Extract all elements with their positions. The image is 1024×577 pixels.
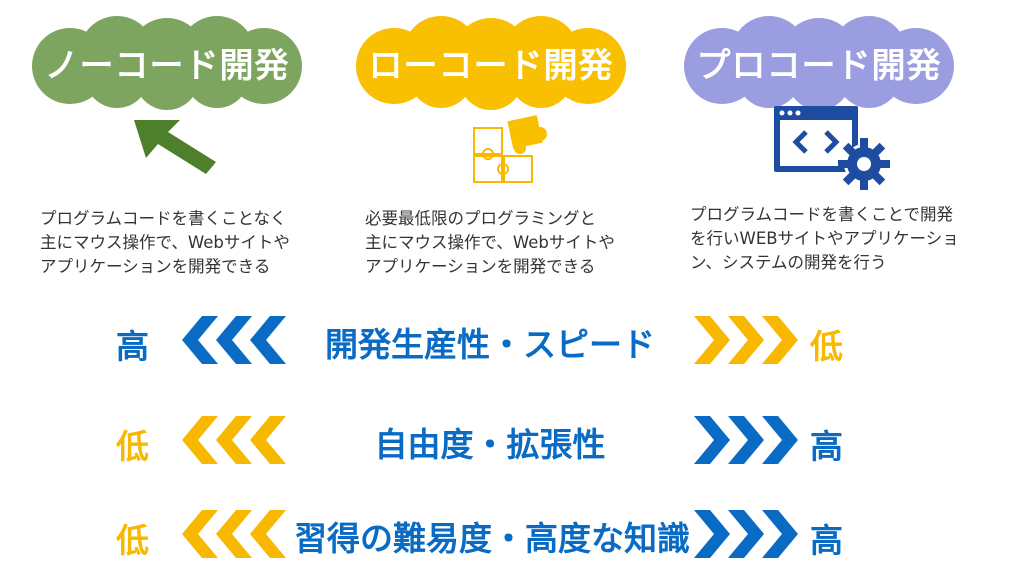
low-code-title-cloud: ローコード開発 — [346, 14, 636, 110]
low-code-title: ローコード開発 — [368, 45, 614, 86]
description-line: を行いWEBサイトやアプリケーショ — [690, 229, 959, 248]
description-line: アプリケーションを開発できる — [40, 257, 271, 276]
no-code-description: プログラムコードを書くことなく 主にマウス操作で、Webサイトや アプリケーショ… — [40, 207, 330, 279]
row3-right-chevrons — [694, 510, 798, 558]
row2-right-value: 高 — [810, 427, 843, 466]
row3-label: 習得の難易度・高度な知識 — [294, 519, 690, 558]
description-line: 必要最低限のプログラミングと — [365, 209, 596, 228]
cloud-shape — [356, 16, 626, 110]
puzzle-icon — [473, 115, 547, 183]
row3-right-value: 高 — [810, 521, 843, 560]
pro-code-title: プロコード開発 — [696, 45, 942, 86]
row2-right-chevrons — [694, 416, 798, 464]
row1-left-chevrons — [182, 316, 286, 364]
cloud-shape — [684, 16, 954, 110]
description-line: ン、システムの開発を行う — [690, 253, 887, 272]
cloud-shape — [32, 16, 302, 110]
row1-left-value: 高 — [116, 327, 149, 366]
description-line: 主にマウス操作で、Webサイトや — [365, 233, 615, 252]
row2-left-chevrons — [182, 416, 286, 464]
description-line: プログラムコードを書くことで開発 — [690, 205, 954, 224]
code-window-gear-icon — [774, 106, 890, 190]
row3-left-chevrons — [182, 510, 286, 558]
cursor-arrow-icon — [134, 120, 216, 174]
low-code-description: 必要最低限のプログラミングと 主にマウス操作で、Webサイトや アプリケーション… — [365, 207, 655, 279]
description-line: アプリケーションを開発できる — [365, 257, 596, 276]
row1-right-value: 低 — [810, 327, 843, 366]
row3-left-value: 低 — [116, 521, 149, 560]
pro-code-description: プログラムコードを書くことで開発 を行いWEBサイトやアプリケーショ ン、システ… — [690, 203, 980, 275]
description-line: 主にマウス操作で、Webサイトや — [40, 233, 290, 252]
no-code-title: ノーコード開発 — [44, 45, 290, 86]
row2-left-value: 低 — [116, 427, 149, 466]
row1-right-chevrons — [694, 316, 798, 364]
description-line: プログラムコードを書くことなく — [40, 209, 287, 228]
row1-label: 開発生産性・スピード — [325, 325, 655, 364]
no-code-title-cloud: ノーコード開発 — [22, 14, 312, 110]
row2-label: 自由度・拡張性 — [374, 425, 606, 464]
pro-code-title-cloud: プロコード開発 — [674, 14, 964, 110]
